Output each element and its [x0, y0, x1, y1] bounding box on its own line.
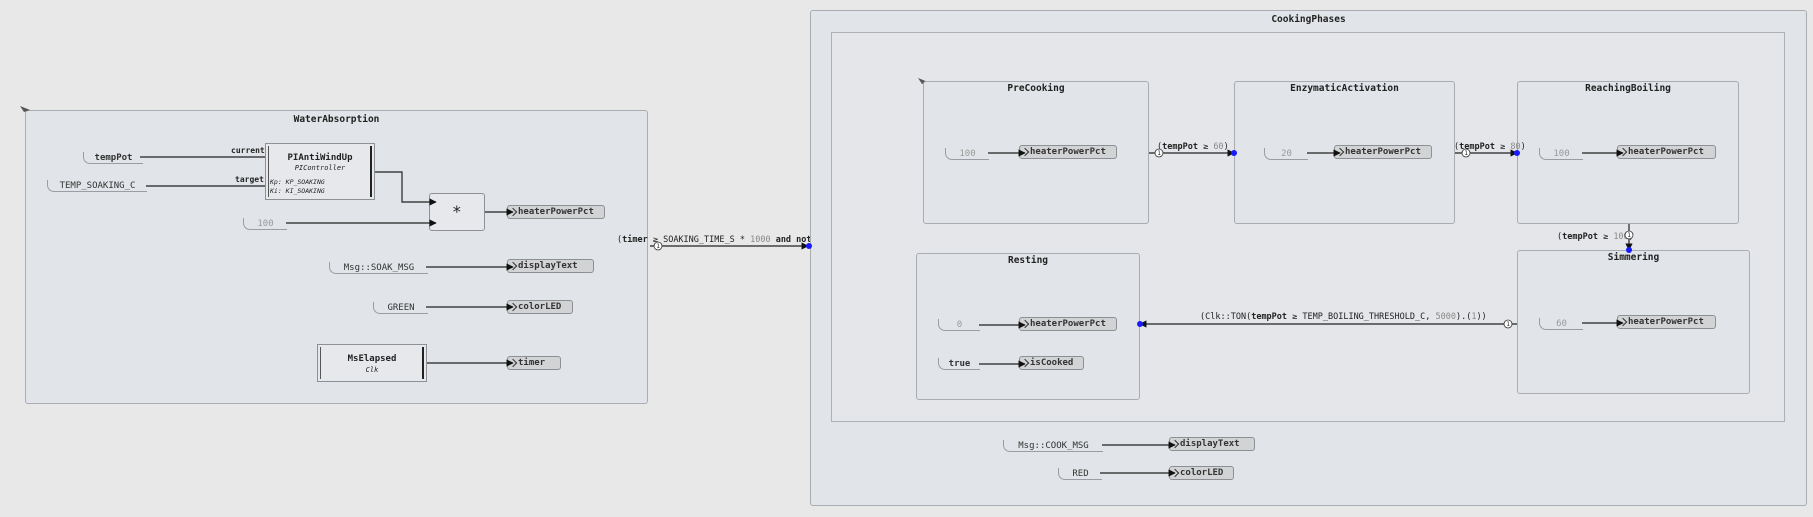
- resting-power-input[interactable]: 0: [938, 319, 980, 331]
- trs-var: tempPot: [1562, 232, 1598, 242]
- reaching-input[interactable]: 100: [1539, 148, 1583, 160]
- transition-sim-rest-label[interactable]: (Clk::TON(tempPot ≥ TEMP_BOILING_THRESHO…: [1200, 312, 1487, 322]
- pi-block-subtitle: PIController: [294, 164, 346, 172]
- tm-op2: *: [734, 235, 751, 245]
- prio-main: 1: [656, 243, 660, 250]
- tsr-num: 5000: [1435, 312, 1456, 322]
- cook-msg-input[interactable]: Msg::COOK_MSG: [1003, 440, 1103, 452]
- temp-soaking-input[interactable]: TEMP_SOAKING_C: [47, 180, 147, 192]
- transition-enz-reach-label[interactable]: (tempPot ≥ 80): [1454, 142, 1526, 152]
- wire-pi-mult: [375, 171, 437, 206]
- cook-led-output[interactable]: colorLED: [1169, 466, 1234, 480]
- red-input[interactable]: RED: [1058, 468, 1102, 480]
- heater-power-output[interactable]: heaterPowerPct: [507, 205, 605, 219]
- pi-param-kp: Kp: KP_SOAKING: [270, 178, 325, 186]
- temp-pot-input[interactable]: tempPot: [83, 152, 143, 164]
- tpe-var: tempPot: [1162, 142, 1198, 152]
- initial-state-icon: [20, 106, 30, 112]
- tpe-num: 60: [1213, 142, 1224, 152]
- ter-num: 80: [1510, 142, 1521, 152]
- tm-var-timer: timer: [622, 235, 648, 245]
- tsr-op: ≥: [1287, 312, 1303, 322]
- pi-antiwindup-block[interactable]: PIAntiWindUp PIController Kp: KP_SOAKING…: [265, 143, 375, 200]
- green-input[interactable]: GREEN: [373, 302, 428, 314]
- tm-const: SOAKING_TIME_S: [663, 235, 735, 245]
- ms-elapsed-subtitle: Clk: [365, 366, 379, 374]
- multiply-block[interactable]: *: [429, 193, 485, 231]
- tm-op1: ≥: [647, 235, 664, 245]
- tpe-op: ≥: [1197, 142, 1214, 152]
- ter-op: ≥: [1494, 142, 1511, 152]
- trs-num: 100: [1613, 232, 1629, 242]
- ms-elapsed-block[interactable]: MsElapsed Clk: [317, 344, 427, 382]
- ter-var: tempPot: [1459, 142, 1495, 152]
- pi-port-target: target: [235, 175, 264, 184]
- const-100-input[interactable]: 100: [243, 218, 287, 230]
- prio-reach-sim: 1: [1627, 232, 1631, 239]
- transition-pre-enz-label[interactable]: (tempPot ≥ 60): [1157, 142, 1229, 152]
- tm-kw-not: not: [796, 235, 817, 245]
- enzymatic-input[interactable]: 20: [1264, 148, 1308, 160]
- simmering-title: Simmering: [1607, 252, 1660, 263]
- precooking-title: PreCooking: [1007, 83, 1065, 94]
- simmering-input[interactable]: 60: [1539, 318, 1583, 330]
- prio-pre-enz: 1: [1157, 150, 1161, 157]
- cooking-phases-title: CookingPhases: [1271, 14, 1346, 25]
- display-text-output[interactable]: displayText: [507, 259, 594, 273]
- pi-param-ki: Ki: KI_SOAKING: [270, 187, 325, 195]
- trs-op: ≥: [1597, 232, 1614, 242]
- resting-cooked-input[interactable]: true: [938, 358, 980, 370]
- reaching-boiling-title: ReachingBoiling: [1585, 83, 1671, 94]
- pi-block-title: PIAntiWindUp: [287, 153, 353, 163]
- tsr-var: tempPot: [1251, 312, 1288, 322]
- tsr-fn: Clk::TON: [1205, 312, 1247, 322]
- enzymatic-title: EnzymaticActivation: [1290, 83, 1399, 94]
- resting-cooked-output[interactable]: isCooked: [1019, 356, 1084, 370]
- tm-paren-open: (: [617, 235, 623, 245]
- ms-elapsed-title: MsElapsed: [347, 354, 397, 364]
- resting-title: Resting: [1007, 255, 1049, 266]
- tsr-const: TEMP_BOILING_THRESHOLD_C: [1302, 312, 1426, 322]
- pi-port-current: current: [231, 146, 265, 155]
- water-absorption-title: WaterAbsorption: [293, 114, 380, 125]
- precooking-input[interactable]: 100: [945, 148, 989, 160]
- prio-sim-rest: 1: [1506, 321, 1510, 328]
- tsr-idx: 1: [1471, 312, 1477, 322]
- soak-msg-input[interactable]: Msg::SOAK_MSG: [329, 262, 428, 274]
- prio-enz-reach: 1: [1464, 150, 1468, 157]
- tm-kw-and: and: [770, 235, 797, 245]
- tm-num: 1000: [750, 235, 771, 245]
- multiply-symbol: *: [452, 202, 462, 221]
